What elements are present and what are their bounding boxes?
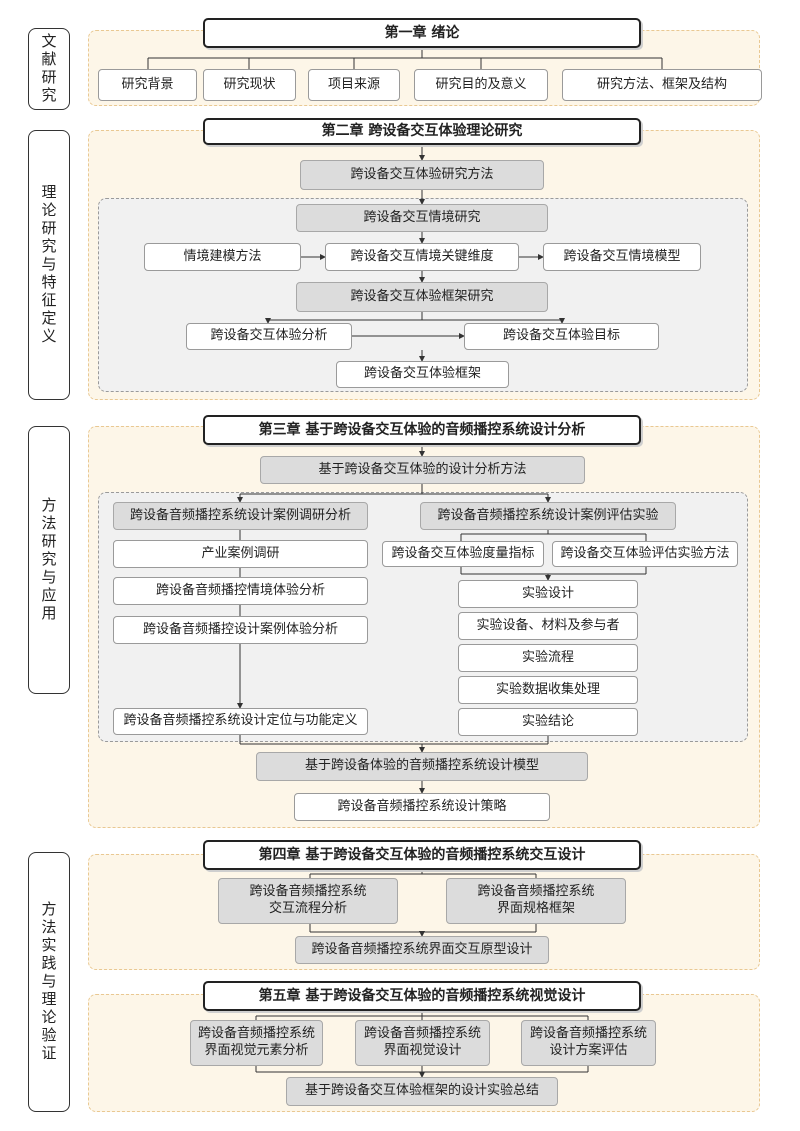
side-label-method: 方法研究与应用 xyxy=(28,426,70,694)
ch5-solution-evaluation: 跨设备音频播控系统 设计方案评估 xyxy=(521,1020,656,1066)
chapter1-title: 第一章 绪论 xyxy=(203,18,641,48)
ch3-case-experience: 跨设备音频播控设计案例体验分析 xyxy=(113,616,368,644)
ch5-visual-design: 跨设备音频播控系统 界面视觉设计 xyxy=(355,1020,490,1066)
ch3-case-research-head: 跨设备音频播控系统设计案例调研分析 xyxy=(113,502,368,530)
ch2-situation-modeling: 情境建模方法 xyxy=(144,243,301,271)
ch2-experience-framework: 跨设备交互体验框架 xyxy=(336,361,509,388)
ch2-situation-dimensions: 跨设备交互情境关键维度 xyxy=(325,243,519,271)
ch3-industry-cases: 产业案例调研 xyxy=(113,540,368,568)
ch2-research-method: 跨设备交互体验研究方法 xyxy=(300,160,544,190)
ch3-positioning-definition: 跨设备音频播控系统设计定位与功能定义 xyxy=(113,708,368,735)
chapter2-title: 第二章 跨设备交互体验理论研究 xyxy=(203,118,641,145)
ch4-interface-spec: 跨设备音频播控系统 界面规格框架 xyxy=(446,878,626,924)
ch3-design-strategy: 跨设备音频播控系统设计策略 xyxy=(294,793,550,821)
ch4-prototype-design: 跨设备音频播控系统界面交互原型设计 xyxy=(295,936,549,964)
ch3-exp-data: 实验数据收集处理 xyxy=(458,676,638,704)
ch3-exp-design: 实验设计 xyxy=(458,580,638,608)
ch3-situation-experience: 跨设备音频播控情境体验分析 xyxy=(113,577,368,605)
ch3-exp-equipment: 实验设备、材料及参与者 xyxy=(458,612,638,640)
side-label-practice: 方法实践与理论验证 xyxy=(28,852,70,1112)
ch1-item-source: 项目来源 xyxy=(308,69,400,101)
ch2-framework-research: 跨设备交互体验框架研究 xyxy=(296,282,548,312)
ch1-item-methods: 研究方法、框架及结构 xyxy=(562,69,762,101)
ch3-exp-conclusion: 实验结论 xyxy=(458,708,638,736)
ch1-item-status: 研究现状 xyxy=(203,69,296,101)
ch5-experiment-summary: 基于跨设备交互体验框架的设计实验总结 xyxy=(286,1077,558,1106)
ch3-evaluation-head: 跨设备音频播控系统设计案例评估实验 xyxy=(420,502,676,530)
ch2-situation-research: 跨设备交互情境研究 xyxy=(296,204,548,232)
ch1-item-purpose: 研究目的及意义 xyxy=(414,69,548,101)
ch2-experience-analysis: 跨设备交互体验分析 xyxy=(186,323,352,350)
ch3-analysis-method: 基于跨设备交互体验的设计分析方法 xyxy=(260,456,585,484)
ch2-experience-goals: 跨设备交互体验目标 xyxy=(464,323,659,350)
ch1-item-background: 研究背景 xyxy=(98,69,197,101)
ch3-design-model: 基于跨设备体验的音频播控系统设计模型 xyxy=(256,752,588,781)
ch4-interaction-flow: 跨设备音频播控系统 交互流程分析 xyxy=(218,878,398,924)
ch5-visual-elements: 跨设备音频播控系统 界面视觉元素分析 xyxy=(190,1020,323,1066)
ch3-exp-procedure: 实验流程 xyxy=(458,644,638,672)
chapter4-title: 第四章 基于跨设备交互体验的音频播控系统交互设计 xyxy=(203,840,641,870)
chapter3-title: 第三章 基于跨设备交互体验的音频播控系统设计分析 xyxy=(203,415,641,445)
side-label-literature: 文献研究 xyxy=(28,28,70,110)
side-label-theory: 理论研究与特征定义 xyxy=(28,130,70,400)
ch2-situation-model: 跨设备交互情境模型 xyxy=(543,243,701,271)
ch3-metrics: 跨设备交互体验度量指标 xyxy=(382,541,544,567)
chapter5-title: 第五章 基于跨设备交互体验的音频播控系统视觉设计 xyxy=(203,981,641,1011)
ch3-eval-methods: 跨设备交互体验评估实验方法 xyxy=(552,541,738,567)
